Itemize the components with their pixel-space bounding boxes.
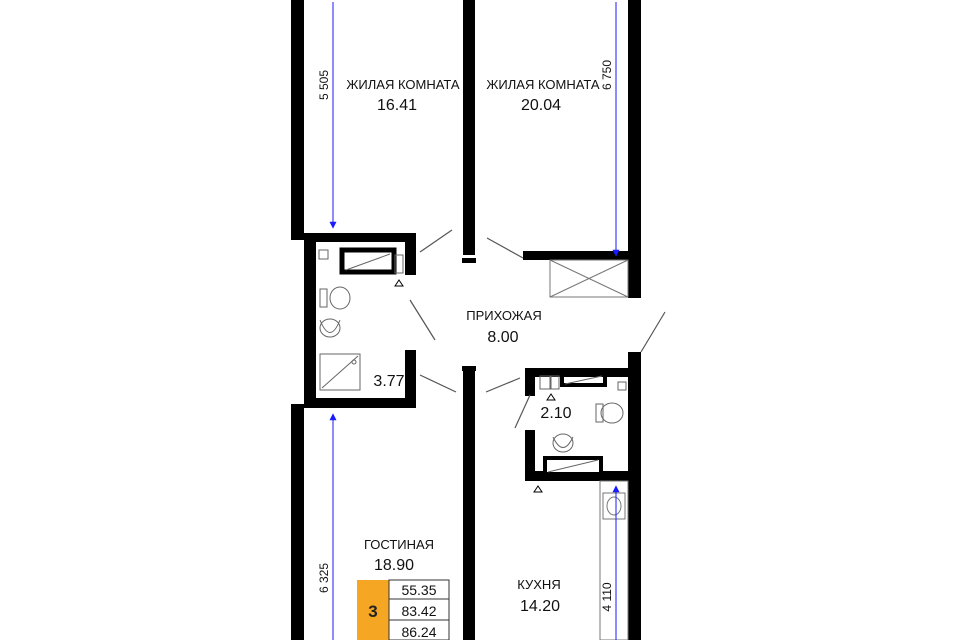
dimension-lines: [329, 2, 620, 640]
wall-wc-inner-shelf: [525, 430, 535, 480]
wall-center-bottom: [463, 370, 475, 640]
bathroom-fixtures: [318, 247, 404, 391]
dim-label-right-top: 6 750: [600, 60, 614, 90]
wc-basin: [552, 433, 574, 453]
room-area-bedroom-right: 20.04: [521, 97, 561, 114]
kitchen-counter-body: [599, 480, 629, 640]
bath-basin: [319, 318, 341, 338]
wall-wc-right: [628, 368, 641, 481]
door-stop-left: [462, 258, 476, 263]
vent-marker-bath: [394, 279, 404, 287]
kitchen-counter: [599, 480, 629, 640]
door-living: [419, 374, 457, 393]
bath-toilet-bowl: [329, 286, 351, 310]
room-area-living: 18.90: [374, 557, 414, 574]
balcony: [549, 259, 629, 298]
kitchen-sink: [602, 492, 626, 520]
room-area-kitchen: 14.20: [520, 598, 560, 615]
balcony-frame: [549, 259, 629, 298]
wall-bath-left: [304, 233, 316, 408]
room-area-wc: 2.10: [540, 405, 571, 422]
room-area-bathroom: 3.77: [373, 373, 404, 390]
kitchen-sink-bowl: [606, 496, 622, 516]
badge-rooms-count: 3: [368, 602, 377, 621]
wall-bedroom-right-bottom: [523, 251, 628, 260]
room-name-kitchen: КУХНЯ: [517, 577, 560, 592]
room-area-hallway: 8.00: [487, 329, 518, 346]
wall-bath-top: [304, 233, 416, 242]
door-wc: [514, 394, 531, 429]
walls: [291, 0, 641, 640]
door-stop-living: [462, 366, 476, 371]
badge-living-area: 55.35: [401, 582, 436, 598]
bath-shower-tray: [319, 353, 361, 391]
wc-cabinet-small-2: [550, 375, 560, 390]
door-bathroom: [409, 299, 436, 341]
balcony-diag-2: [549, 259, 629, 298]
door-bedroom-left: [419, 229, 453, 253]
door-stops: [462, 258, 476, 371]
wall-center-top: [463, 0, 475, 255]
dim-label-left-bottom: 6 325: [317, 563, 331, 593]
bath-sink-cabinet: [394, 254, 404, 274]
wc-shower-diag: [547, 459, 599, 473]
badge-total-area-balcony: 86.24: [401, 624, 436, 640]
room-area-bedroom-left: 16.41: [377, 97, 417, 114]
room-name-bedroom-right: ЖИЛАЯ КОМНАТА: [486, 77, 599, 92]
wall-left-bottom: [291, 404, 304, 640]
wc-cabinet-small: [539, 375, 551, 390]
room-name-hallway: ПРИХОЖАЯ: [466, 308, 542, 323]
door-bedroom-right: [486, 237, 524, 259]
wc-basin-edge: [552, 436, 574, 448]
room-name-living: ГОСТИНАЯ: [364, 537, 434, 552]
wall-bath-bottom: [304, 398, 416, 408]
wall-bath-right-lower: [405, 350, 416, 408]
wc-toilet-bowl: [600, 402, 624, 424]
wall-wc-top: [525, 368, 637, 377]
bath-washer-diag: [345, 253, 391, 271]
badge-rooms-box: [357, 580, 389, 640]
door-balcony: [640, 311, 666, 353]
wall-wc-inner-left: [525, 368, 535, 396]
wc-fixtures: [539, 373, 627, 476]
vent-marker-wc: [546, 393, 556, 401]
bath-shower-drain: [351, 359, 357, 365]
vent-marker-wc-2: [533, 485, 543, 493]
apartment-badge: 3 55.35 83.42 86.24: [357, 579, 450, 640]
bath-basin-edge: [319, 319, 341, 333]
dim-label-right-bottom: 4 110: [600, 582, 614, 611]
wc-switch: [617, 381, 627, 391]
wc-toilet-tank: [595, 403, 604, 423]
badge-values-box: [388, 579, 450, 640]
bath-toilet-tank: [319, 288, 328, 308]
door-kitchen: [485, 377, 521, 393]
dim-label-left-top: 5 505: [317, 70, 331, 100]
room-name-bedroom-left: ЖИЛАЯ КОМНАТА: [346, 77, 459, 92]
badge-total-area: 83.42: [401, 603, 436, 619]
bath-switch: [318, 249, 329, 260]
wc-washer-diag: [564, 375, 603, 385]
doors: [409, 229, 666, 429]
vent-markers: [394, 279, 556, 493]
wall-bath-right-upper: [405, 233, 416, 275]
wall-left-top: [291, 0, 304, 240]
wall-right-top: [628, 0, 641, 298]
